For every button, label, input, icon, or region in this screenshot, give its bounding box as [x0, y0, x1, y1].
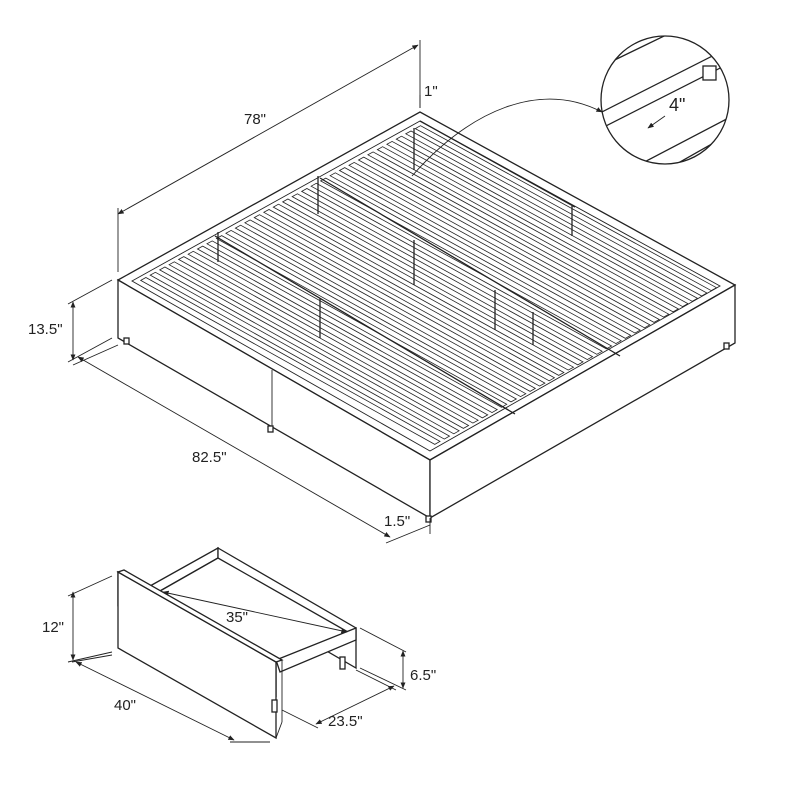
dimension-drawer-depth: 35"	[162, 590, 348, 634]
bed-leg	[723, 342, 730, 350]
label-drawer-inner-height: 6.5"	[410, 667, 436, 684]
dimension-drawer-height: 12"	[42, 575, 113, 663]
label-bed-height: 13.5"	[28, 321, 63, 338]
bed-leg	[267, 425, 274, 433]
label-slat-spacing: 4"	[669, 95, 685, 115]
label-leg-clearance: 1.5"	[384, 513, 410, 530]
drawer-side-rail	[275, 627, 357, 673]
label-drawer-length: 40"	[114, 697, 136, 714]
drawer-wheel	[271, 699, 278, 713]
label-drawer-height: 12"	[42, 619, 64, 636]
bed-slat	[206, 240, 508, 408]
dimension-width: 82.5"	[72, 344, 431, 544]
bed-leg	[425, 515, 432, 523]
drawer	[116, 546, 357, 740]
bed-slat	[225, 229, 527, 398]
label-top-gap: 1"	[424, 83, 438, 100]
dimension-leg-clearance: 1.5"	[384, 513, 431, 534]
bed-slat	[414, 125, 718, 292]
dimension-drawer-width: 23.5"	[281, 669, 397, 730]
label-bed-length: 78"	[244, 111, 266, 128]
center-rail	[214, 235, 516, 415]
label-bed-width: 82.5"	[192, 449, 227, 466]
bed-slat	[234, 224, 537, 392]
dimension-drawer-length: 40"	[71, 654, 270, 743]
dimension-height: 13.5"	[28, 279, 113, 363]
bed-right-side-panel	[429, 283, 736, 520]
bed-leg	[123, 337, 130, 345]
drawer-wheel	[339, 656, 346, 670]
bed-slat	[196, 245, 499, 414]
bed-slat	[253, 214, 556, 382]
bed-slat	[215, 235, 518, 403]
dimension-top-gap: 1"	[419, 83, 438, 108]
slat-detail-callout: 4"	[411, 35, 730, 177]
label-drawer-depth: 35"	[226, 609, 248, 626]
label-drawer-width: 23.5"	[328, 713, 363, 730]
center-rail	[419, 120, 576, 208]
bed-slat	[244, 219, 546, 387]
dimension-length: 78"	[117, 40, 421, 272]
dimension-drawer-inner-height: 6.5"	[359, 627, 436, 691]
